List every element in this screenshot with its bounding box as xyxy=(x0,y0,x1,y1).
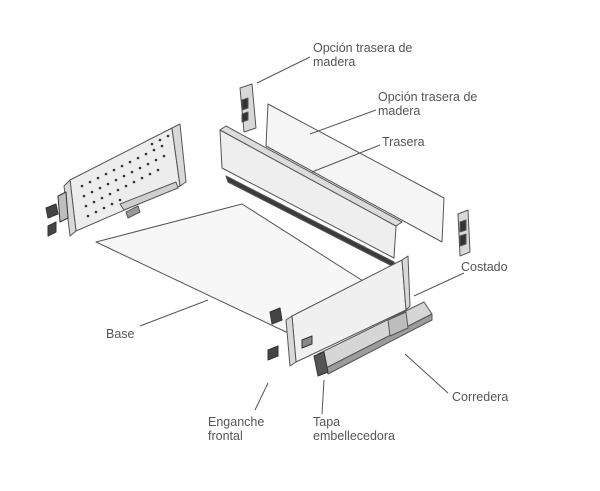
label-line: Opción trasera de xyxy=(378,90,478,104)
label-line: madera xyxy=(313,55,356,69)
leader-line-trasera xyxy=(311,144,381,173)
label-opcion-trasera-1: Opción trasera de madera xyxy=(313,41,412,69)
label-line: Tapa xyxy=(313,415,341,429)
label-opcion-trasera-2: Opción trasera de madera xyxy=(378,90,477,118)
leader-line-base xyxy=(139,299,209,327)
left-panel-holes xyxy=(80,134,170,218)
leader-line-costado xyxy=(413,272,465,297)
label-line: frontal xyxy=(208,429,243,443)
leader-lines xyxy=(139,56,465,415)
label-base: Base xyxy=(106,327,135,341)
right-front-hook xyxy=(267,307,283,361)
leader-line-enganche xyxy=(254,382,269,411)
label-corredera: Corredera xyxy=(452,390,509,404)
wooden-back-panel xyxy=(265,103,445,243)
label-line: embellecedora xyxy=(313,429,395,443)
label-tapa-embellecedora: Tapa embellecedora xyxy=(313,415,395,443)
label-trasera: Trasera xyxy=(382,135,425,149)
left-front-hooks xyxy=(45,191,69,237)
runner xyxy=(317,301,433,375)
wooden-back-bracket-right xyxy=(457,209,471,257)
label-line: madera xyxy=(378,104,421,118)
leader-line-opcion-trasera-1 xyxy=(256,56,311,84)
label-line: Opción trasera de xyxy=(313,41,413,55)
cover-cap xyxy=(313,351,329,377)
leader-line-opcion-trasera-2 xyxy=(309,109,377,135)
leader-line-tapa xyxy=(321,379,325,415)
left-side-panel xyxy=(63,123,187,237)
label-enganche-frontal: Enganche frontal xyxy=(208,415,264,443)
right-side-panel xyxy=(285,255,411,367)
wooden-back-bracket-left xyxy=(239,83,257,133)
label-line: Enganche xyxy=(208,415,265,429)
leader-line-corredera xyxy=(404,353,449,394)
back-panel xyxy=(219,125,403,269)
label-costado: Costado xyxy=(461,260,508,274)
